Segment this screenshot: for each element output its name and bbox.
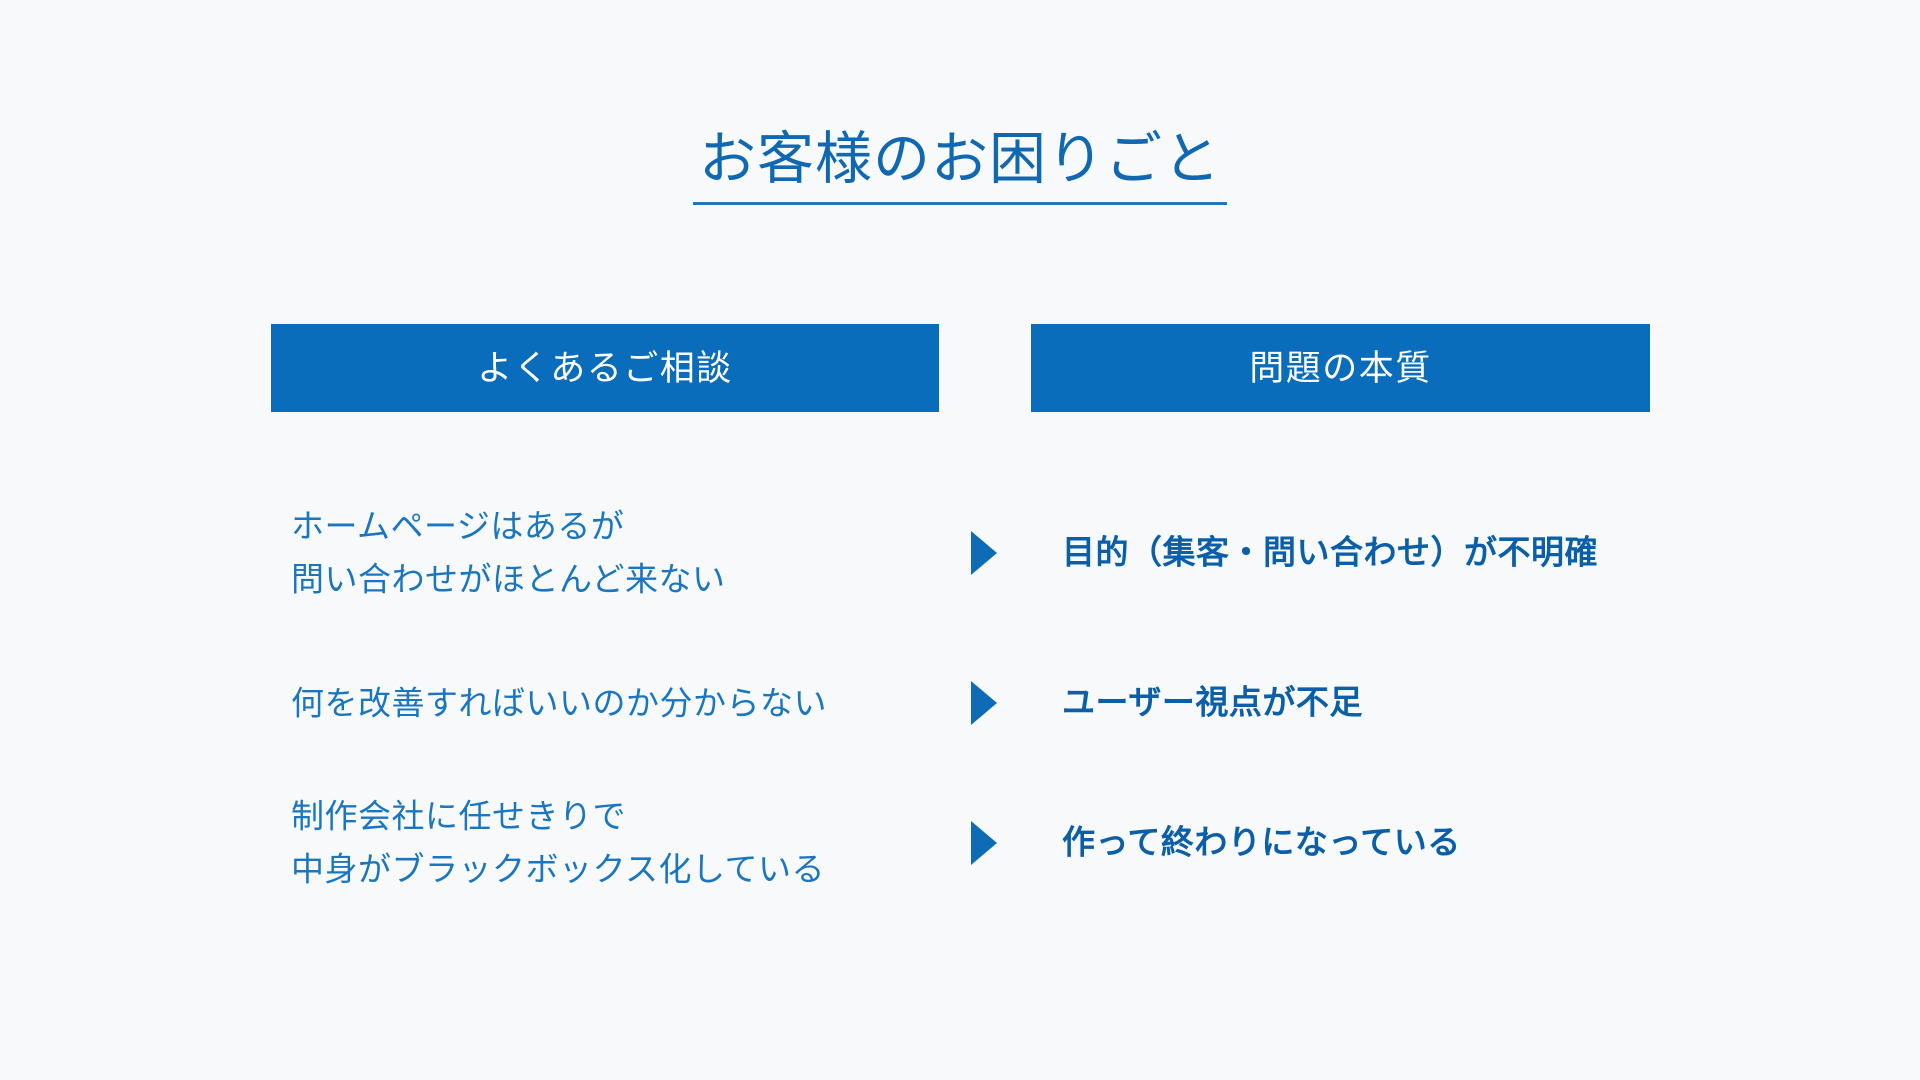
column-header-essence-label: 問題の本質 [1249, 348, 1432, 388]
page-title: お客様のお困りごと [693, 127, 1227, 205]
column-header-complaints: よくあるご相談 [271, 324, 939, 412]
essence-text: ユーザー視点が不足 [1062, 683, 1363, 721]
complaint-line-2: 問い合わせがほとんど来ない [291, 561, 726, 598]
complaint-text: 何を改善すればいいのか分からない [291, 676, 971, 729]
comparison-row: ホームページはあるが 問い合わせがほとんど来ない 目的（集客・問い合わせ）が不明… [0, 478, 1920, 628]
complaint-line-1: 制作会社に任せきりで [291, 797, 626, 835]
essence-text: 目的（集客・問い合わせ）が不明確 [1062, 533, 1598, 571]
complaint-text: 制作会社に任せきりで 中身がブラックボックス化している [291, 790, 971, 897]
complaint-line-1: ホームページはあるが [291, 507, 625, 545]
triangle-right-icon [971, 821, 997, 865]
triangle-right-icon [971, 681, 997, 725]
comparison-row: 何を改善すればいいのか分からない ユーザー視点が不足 [0, 628, 1920, 778]
complaint-line-1: 何を改善すればいいのか分からない [291, 684, 827, 722]
column-header-essence: 問題の本質 [1031, 324, 1650, 412]
comparison-row: 制作会社に任せきりで 中身がブラックボックス化している 作って終わりになっている [0, 768, 1920, 918]
complaint-text: ホームページはあるが 問い合わせがほとんど来ない [291, 500, 971, 607]
complaint-line-2: 中身がブラックボックス化している [291, 851, 826, 888]
column-header-complaints-label: よくあるご相談 [477, 348, 733, 388]
essence-text: 作って終わりになっている [1062, 823, 1461, 861]
page-title-container: お客様のお困りごと [0, 127, 1920, 205]
triangle-right-icon [971, 531, 997, 575]
